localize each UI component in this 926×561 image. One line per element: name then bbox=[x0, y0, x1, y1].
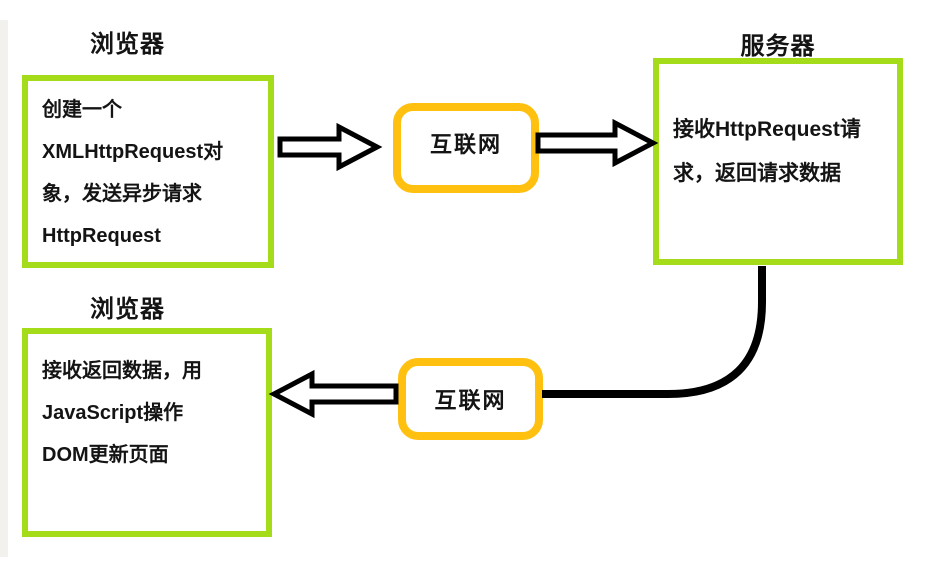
node-text-line: 接收返回数据，用 bbox=[42, 360, 202, 382]
block-arrow-right-icon bbox=[277, 122, 383, 172]
browser-top-node: 创建一个 XMLHttpRequest对 象，发送异步请求 HttpReques… bbox=[22, 75, 274, 268]
block-arrow-left-icon bbox=[268, 369, 399, 419]
node-text-line: 求，返回请求数据 bbox=[673, 162, 841, 185]
curved-connector-line bbox=[542, 266, 766, 398]
node-text-line: DOM更新页面 bbox=[42, 444, 169, 466]
node-text-line: XMLHttpRequest对 bbox=[42, 141, 224, 163]
node-text-line: 创建一个 bbox=[42, 99, 122, 121]
server-node: 接收HttpRequest请 求，返回请求数据 bbox=[653, 58, 903, 265]
node-text-line: 象，发送异步请求 bbox=[42, 183, 202, 205]
page-edge-strip bbox=[0, 20, 8, 557]
browser-bottom-node: 接收返回数据，用 JavaScript操作 DOM更新页面 bbox=[22, 328, 272, 537]
node-text-line: HttpRequest bbox=[42, 225, 161, 247]
internet-top-label: 互联网 bbox=[429, 132, 502, 157]
internet-bottom-node: 互联网 bbox=[398, 358, 543, 440]
internet-bottom-label: 互联网 bbox=[434, 388, 507, 413]
block-arrow-right-icon bbox=[535, 118, 659, 168]
browser-top-title: 浏览器 bbox=[90, 31, 165, 58]
browser-bottom-title: 浏览器 bbox=[90, 296, 165, 323]
server-title: 服务器 bbox=[740, 33, 816, 60]
node-text-line: 接收HttpRequest请 bbox=[673, 118, 861, 141]
node-text-line: JavaScript操作 bbox=[42, 402, 184, 424]
internet-top-node: 互联网 bbox=[393, 103, 539, 193]
